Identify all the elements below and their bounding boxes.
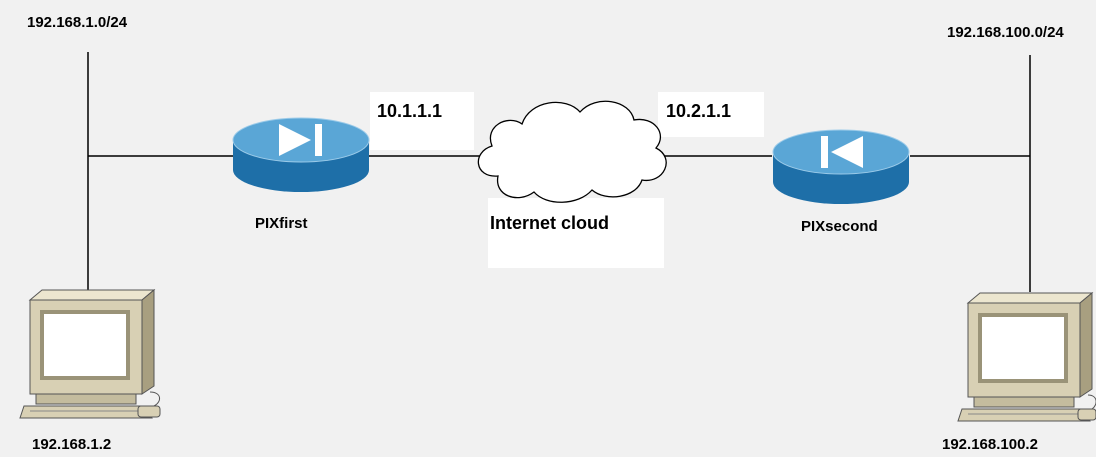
pix-firewall-icon	[772, 129, 910, 204]
label-box-10-1-1-1	[370, 92, 474, 150]
computer-icon	[19, 288, 161, 419]
left-subnet-label: 192.168.1.0/24	[27, 14, 128, 31]
pixsecond-outside-ip: 10.2.1.1	[666, 101, 731, 121]
right-subnet-label: 192.168.100.0/24	[947, 24, 1064, 41]
computer-icon	[957, 291, 1096, 422]
cloud-label: Internet cloud	[490, 213, 609, 233]
pix-firewall-icon	[232, 117, 370, 192]
pixfirst-outside-ip: 10.1.1.1	[377, 101, 442, 121]
label-box-10-2-1-1	[658, 92, 764, 137]
pixfirst-label: PIXfirst	[255, 215, 308, 232]
cloud-icon	[477, 100, 667, 203]
label-box-cloud	[488, 198, 664, 268]
left-host-label: 192.168.1.2	[32, 436, 111, 453]
pixsecond-label: PIXsecond	[801, 218, 878, 235]
links	[87, 52, 1031, 292]
right-host-label: 192.168.100.2	[942, 436, 1038, 453]
